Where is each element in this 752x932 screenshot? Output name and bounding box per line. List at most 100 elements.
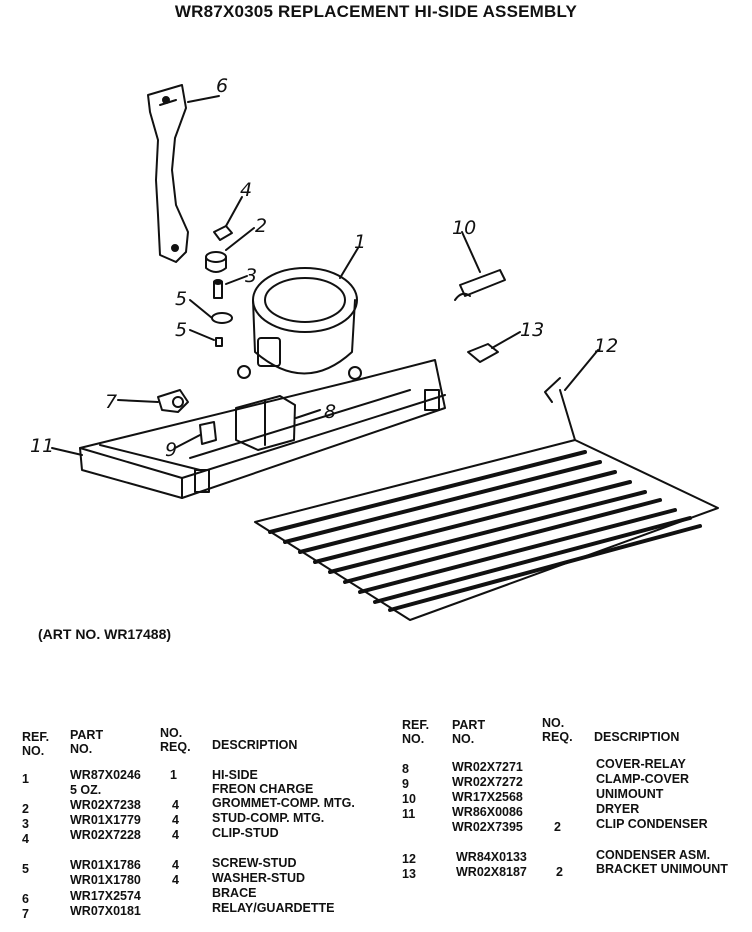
table-cell-desc: UNIMOUNT xyxy=(596,787,664,801)
clip-stud-part xyxy=(213,225,233,241)
header-req-right: NO. REQ. xyxy=(542,716,573,744)
table-cell-ref: 10 xyxy=(402,792,416,806)
unimount-part xyxy=(79,359,446,499)
header-ref-line1: REF. xyxy=(22,730,50,744)
header-req-left: NO. REQ. xyxy=(160,726,191,754)
callout-4: 4 xyxy=(240,179,252,201)
table-cell-desc: CLAMP-COVER xyxy=(596,772,690,786)
table-cell-desc: FREON CHARGE xyxy=(212,782,314,796)
table-cell-ref: 2 xyxy=(22,802,29,816)
art-number: (ART NO. WR17488) xyxy=(38,626,172,642)
table-cell-req: 4 xyxy=(172,873,179,887)
header-ref-line2: NO. xyxy=(22,744,45,758)
header-req-line1: NO. xyxy=(542,716,565,730)
table-cell-part: WR17X2574 xyxy=(70,889,141,903)
cover-relay-part xyxy=(235,395,296,451)
grommet-part xyxy=(205,251,227,273)
table-cell-req: 4 xyxy=(172,798,179,812)
callout-1: 1 xyxy=(354,231,366,253)
clamp-cover-part xyxy=(199,421,217,445)
header-req-line2: REQ. xyxy=(160,740,191,754)
callout-13: 13 xyxy=(520,319,544,341)
table-cell-req: 4 xyxy=(172,813,179,827)
condenser-part xyxy=(254,377,719,621)
callout-5b: 5 xyxy=(175,319,187,341)
callout-7: 7 xyxy=(105,391,117,413)
table-cell-part: WR07X0181 xyxy=(70,904,141,918)
table-cell-req: 2 xyxy=(556,865,563,879)
callout-3: 3 xyxy=(245,265,257,287)
table-cell-req: 4 xyxy=(172,828,179,842)
header-ref-right: REF. NO. xyxy=(402,718,429,746)
table-cell-part: WR01X1786 xyxy=(70,858,141,872)
header-ref-line2: NO. xyxy=(402,732,425,746)
screw-part xyxy=(215,337,223,347)
table-cell-part: WR02X7228 xyxy=(70,828,141,842)
table-cell-desc: SCREW-STUD xyxy=(212,856,297,870)
table-cell-part: WR84X0133 xyxy=(456,850,527,864)
callout-11: 10 xyxy=(452,217,476,239)
table-cell-ref: 3 xyxy=(22,817,29,831)
table-cell-part: WR01X1779 xyxy=(70,813,141,827)
table-cell-ref: 13 xyxy=(402,867,416,881)
callout-6: 6 xyxy=(216,75,228,97)
callout-5a: 5 xyxy=(175,288,187,310)
header-part-right: PART NO. xyxy=(452,718,485,746)
relay-part xyxy=(157,389,189,413)
page-title: WR87X0305 REPLACEMENT HI-SIDE ASSEMBLY xyxy=(174,2,578,21)
table-cell-req: 4 xyxy=(172,858,179,872)
table-cell-ref: 6 xyxy=(22,892,29,906)
header-part-line1: PART xyxy=(70,728,104,742)
washer-part xyxy=(211,312,233,324)
header-part-left: PART NO. xyxy=(70,728,103,756)
header-req-line2: REQ. xyxy=(542,730,573,744)
table-cell-part: WR01X1780 xyxy=(70,873,141,887)
table-cell-part: 5 OZ. xyxy=(70,783,102,797)
table-cell-ref: 4 xyxy=(22,832,29,846)
table-cell-desc: CLIP CONDENSER xyxy=(596,817,708,831)
table-cell-part: WR17X2568 xyxy=(452,790,523,804)
table-cell-part: WR87X0246 xyxy=(70,768,141,782)
table-cell-desc: STUD-COMP. MTG. xyxy=(212,811,325,825)
table-cell-desc: HI-SIDE xyxy=(212,768,258,782)
header-desc-left: DESCRIPTION xyxy=(212,738,298,752)
header-part-line1: PART xyxy=(452,718,486,732)
dryer-part xyxy=(454,269,506,301)
stud-part xyxy=(213,279,223,299)
table-cell-ref: 8 xyxy=(402,762,409,776)
table-cell-part: WR02X7238 xyxy=(70,798,141,812)
table-cell-desc: DRYER xyxy=(596,802,640,816)
table-cell-ref: 9 xyxy=(402,777,409,791)
table-cell-part: WR02X7271 xyxy=(452,760,523,774)
callout-12: 12 xyxy=(594,335,618,357)
header-desc-right: DESCRIPTION xyxy=(594,730,680,744)
table-cell-desc: CONDENSER ASM. xyxy=(596,848,711,862)
callout-8: 8 xyxy=(324,401,336,423)
header-ref-left: REF. NO. xyxy=(22,730,49,758)
table-cell-desc: BRACKET UNIMOUNT xyxy=(596,862,728,876)
header-ref-line1: REF. xyxy=(402,718,430,732)
table-cell-part: WR02X7395 xyxy=(452,820,523,834)
exploded-parts-diagram: 6 4 2 3 5 5 1 10 13 12 7 11 9 8 xyxy=(30,75,719,621)
table-cell-ref: 5 xyxy=(22,862,29,876)
bracket-unimount-part xyxy=(467,343,499,363)
table-cell-part: WR02X8187 xyxy=(456,865,527,879)
table-cell-desc: CLIP-STUD xyxy=(212,826,279,840)
table-cell-ref: 12 xyxy=(402,852,416,866)
table-cell-desc: GROMMET-COMP. MTG. xyxy=(212,796,355,810)
callout-2: 2 xyxy=(255,215,267,237)
brace-part xyxy=(147,84,189,263)
table-cell-ref: 1 xyxy=(22,772,29,786)
table-cell-desc: COVER-RELAY xyxy=(596,757,686,771)
table-cell-ref: 11 xyxy=(402,807,416,821)
table-cell-desc: RELAY/GUARDETTE xyxy=(212,901,335,915)
header-part-line2: NO. xyxy=(70,742,93,756)
header-req-line1: NO. xyxy=(160,726,183,740)
compressor-part xyxy=(237,267,362,380)
header-part-line2: NO. xyxy=(452,732,475,746)
table-cell-desc: WASHER-STUD xyxy=(212,871,306,885)
table-cell-req: 2 xyxy=(554,820,561,834)
table-cell-part: WR02X7272 xyxy=(452,775,523,789)
table-cell-part: WR86X0086 xyxy=(452,805,523,819)
table-cell-req: 1 xyxy=(170,768,177,782)
